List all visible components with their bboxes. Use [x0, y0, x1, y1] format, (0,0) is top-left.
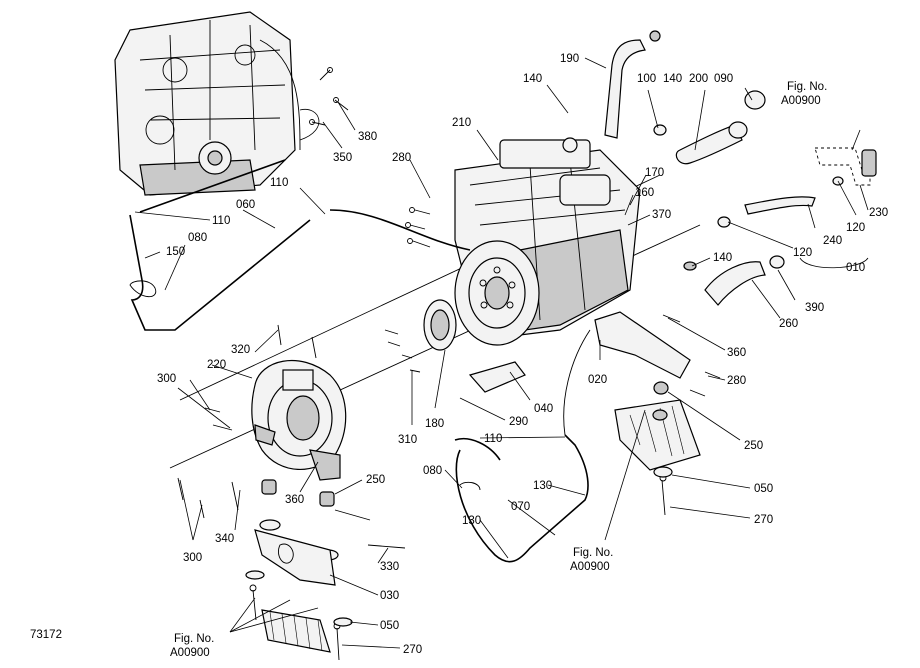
callout-140: 140 [523, 73, 542, 85]
callout-070: 070 [511, 501, 530, 513]
fig-ref-bottom-left-line1: Fig. No. [174, 633, 214, 645]
callout-050: 050 [380, 620, 399, 632]
thermostat-housing-sketch [814, 147, 877, 186]
callout-200: 200 [689, 73, 708, 85]
callout-140: 140 [713, 252, 732, 264]
fasteners [177, 67, 721, 661]
callout-210: 210 [452, 117, 471, 129]
main-engine-block [454, 137, 641, 346]
callout-260: 260 [779, 318, 798, 330]
reference-engine-illustration [114, 11, 320, 196]
fig-ref-top-right-line1: Fig. No. [787, 81, 827, 93]
callout-160: 160 [635, 187, 654, 199]
callout-050: 050 [754, 483, 773, 495]
callout-340: 340 [215, 533, 234, 545]
callout-240: 240 [823, 235, 842, 247]
callout-110: 110 [270, 177, 288, 189]
callout-010: 010 [846, 262, 865, 274]
callout-110: 110 [212, 215, 230, 227]
control-cables [129, 159, 591, 563]
callout-230: 230 [869, 207, 888, 219]
callout-330: 330 [380, 561, 399, 573]
bracket-040 [468, 361, 526, 393]
callout-290: 290 [509, 416, 528, 428]
callout-350: 350 [333, 152, 352, 164]
callout-090: 090 [714, 73, 733, 85]
callout-130: 130 [533, 480, 552, 492]
callout-180: 180 [425, 418, 444, 430]
callout-250: 250 [366, 474, 385, 486]
callout-270: 270 [754, 514, 773, 526]
callout-140: 140 [663, 73, 682, 85]
bell-housing [251, 360, 347, 481]
callout-080: 080 [188, 232, 207, 244]
fig-ref-top-right-line2: A00900 [781, 95, 821, 107]
callout-370: 370 [652, 209, 671, 221]
callout-190: 190 [560, 53, 579, 65]
callout-150: 150 [166, 246, 185, 258]
drawing-number: 73172 [30, 629, 62, 641]
callout-030: 030 [380, 590, 399, 602]
flywheel-coupling [423, 299, 457, 351]
callout-380: 380 [358, 131, 377, 143]
callout-120: 120 [846, 222, 865, 234]
fig-ref-bottom-left-line2: A00900 [170, 647, 210, 659]
callout-130: 130 [462, 515, 481, 527]
callout-300: 300 [183, 552, 202, 564]
callout-280: 280 [727, 375, 746, 387]
rubber-isolators [245, 381, 673, 627]
callout-360: 360 [727, 347, 746, 359]
figure-references: Fig. No. A00900 Fig. No. A00900 Fig. No.… [170, 81, 827, 659]
callout-110: 110 [484, 433, 502, 445]
callout-040: 040 [534, 403, 553, 415]
callout-020: 020 [588, 374, 607, 386]
callout-280: 280 [392, 152, 411, 164]
callout-270: 270 [403, 644, 422, 656]
callout-060: 060 [236, 199, 255, 211]
callout-170: 170 [645, 167, 664, 179]
mount-bracket-left [254, 529, 336, 653]
mount-bracket-right [594, 311, 701, 471]
callout-250: 250 [744, 440, 763, 452]
fig-ref-middle-line1: Fig. No. [573, 547, 613, 559]
callout-220: 220 [207, 359, 226, 371]
callout-100: 100 [637, 73, 656, 85]
leader-lines [134, 57, 869, 649]
callout-390: 390 [805, 302, 824, 314]
callout-labels: 190 140 100 140 200 090 380 350 210 280 … [157, 53, 888, 656]
coolant-hoses [604, 30, 816, 306]
fig-ref-middle-line2: A00900 [570, 561, 610, 573]
callout-080: 080 [423, 465, 442, 477]
callout-120: 120 [793, 247, 812, 259]
callout-300: 300 [157, 373, 176, 385]
callout-310: 310 [398, 434, 417, 446]
callout-320: 320 [231, 344, 250, 356]
callout-360: 360 [285, 494, 304, 506]
